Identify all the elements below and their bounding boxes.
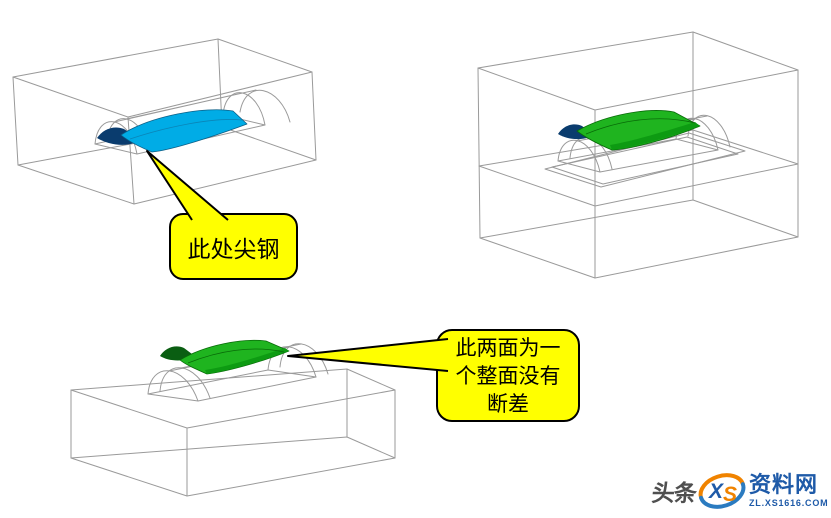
callout-whole-face-box	[436, 329, 580, 422]
model-cavity-block	[477, 31, 799, 279]
green-surface	[179, 339, 290, 375]
green-surface-seam	[187, 348, 285, 364]
xs-logo-letter-s: S	[723, 483, 737, 506]
watermark-site: 资料网 ZL.XS1616.COM	[749, 474, 828, 508]
green-surface-front-band	[205, 348, 289, 374]
xs-logo-letter-x: X	[708, 480, 725, 503]
wire-box	[477, 31, 799, 279]
callout-sharp-steel-box	[169, 213, 298, 280]
watermark-site-url: ZL.XS1616.COM	[749, 498, 829, 508]
model-core-sharp-steel	[12, 38, 317, 205]
green-surface-seam	[585, 118, 696, 135]
xs-logo-icon: X S	[698, 473, 746, 509]
callout-sharp-steel	[146, 150, 298, 280]
cyan-surface-seam	[129, 119, 243, 140]
watermark-prefix-text: 头条	[650, 480, 698, 506]
green-surface	[576, 110, 701, 151]
callout-whole-face-tail	[288, 339, 448, 371]
callout-whole-face	[287, 329, 580, 422]
edge-sliver	[160, 346, 192, 361]
wire-box	[70, 368, 396, 497]
green-surface-front-band	[610, 122, 700, 150]
model-core-whole-face	[70, 339, 396, 497]
watermark: 头条 X S 资料网 ZL.XS1616.COM	[650, 466, 831, 516]
watermark-site-name: 资料网	[749, 472, 819, 497]
sharp-steel-sliver	[97, 127, 134, 145]
